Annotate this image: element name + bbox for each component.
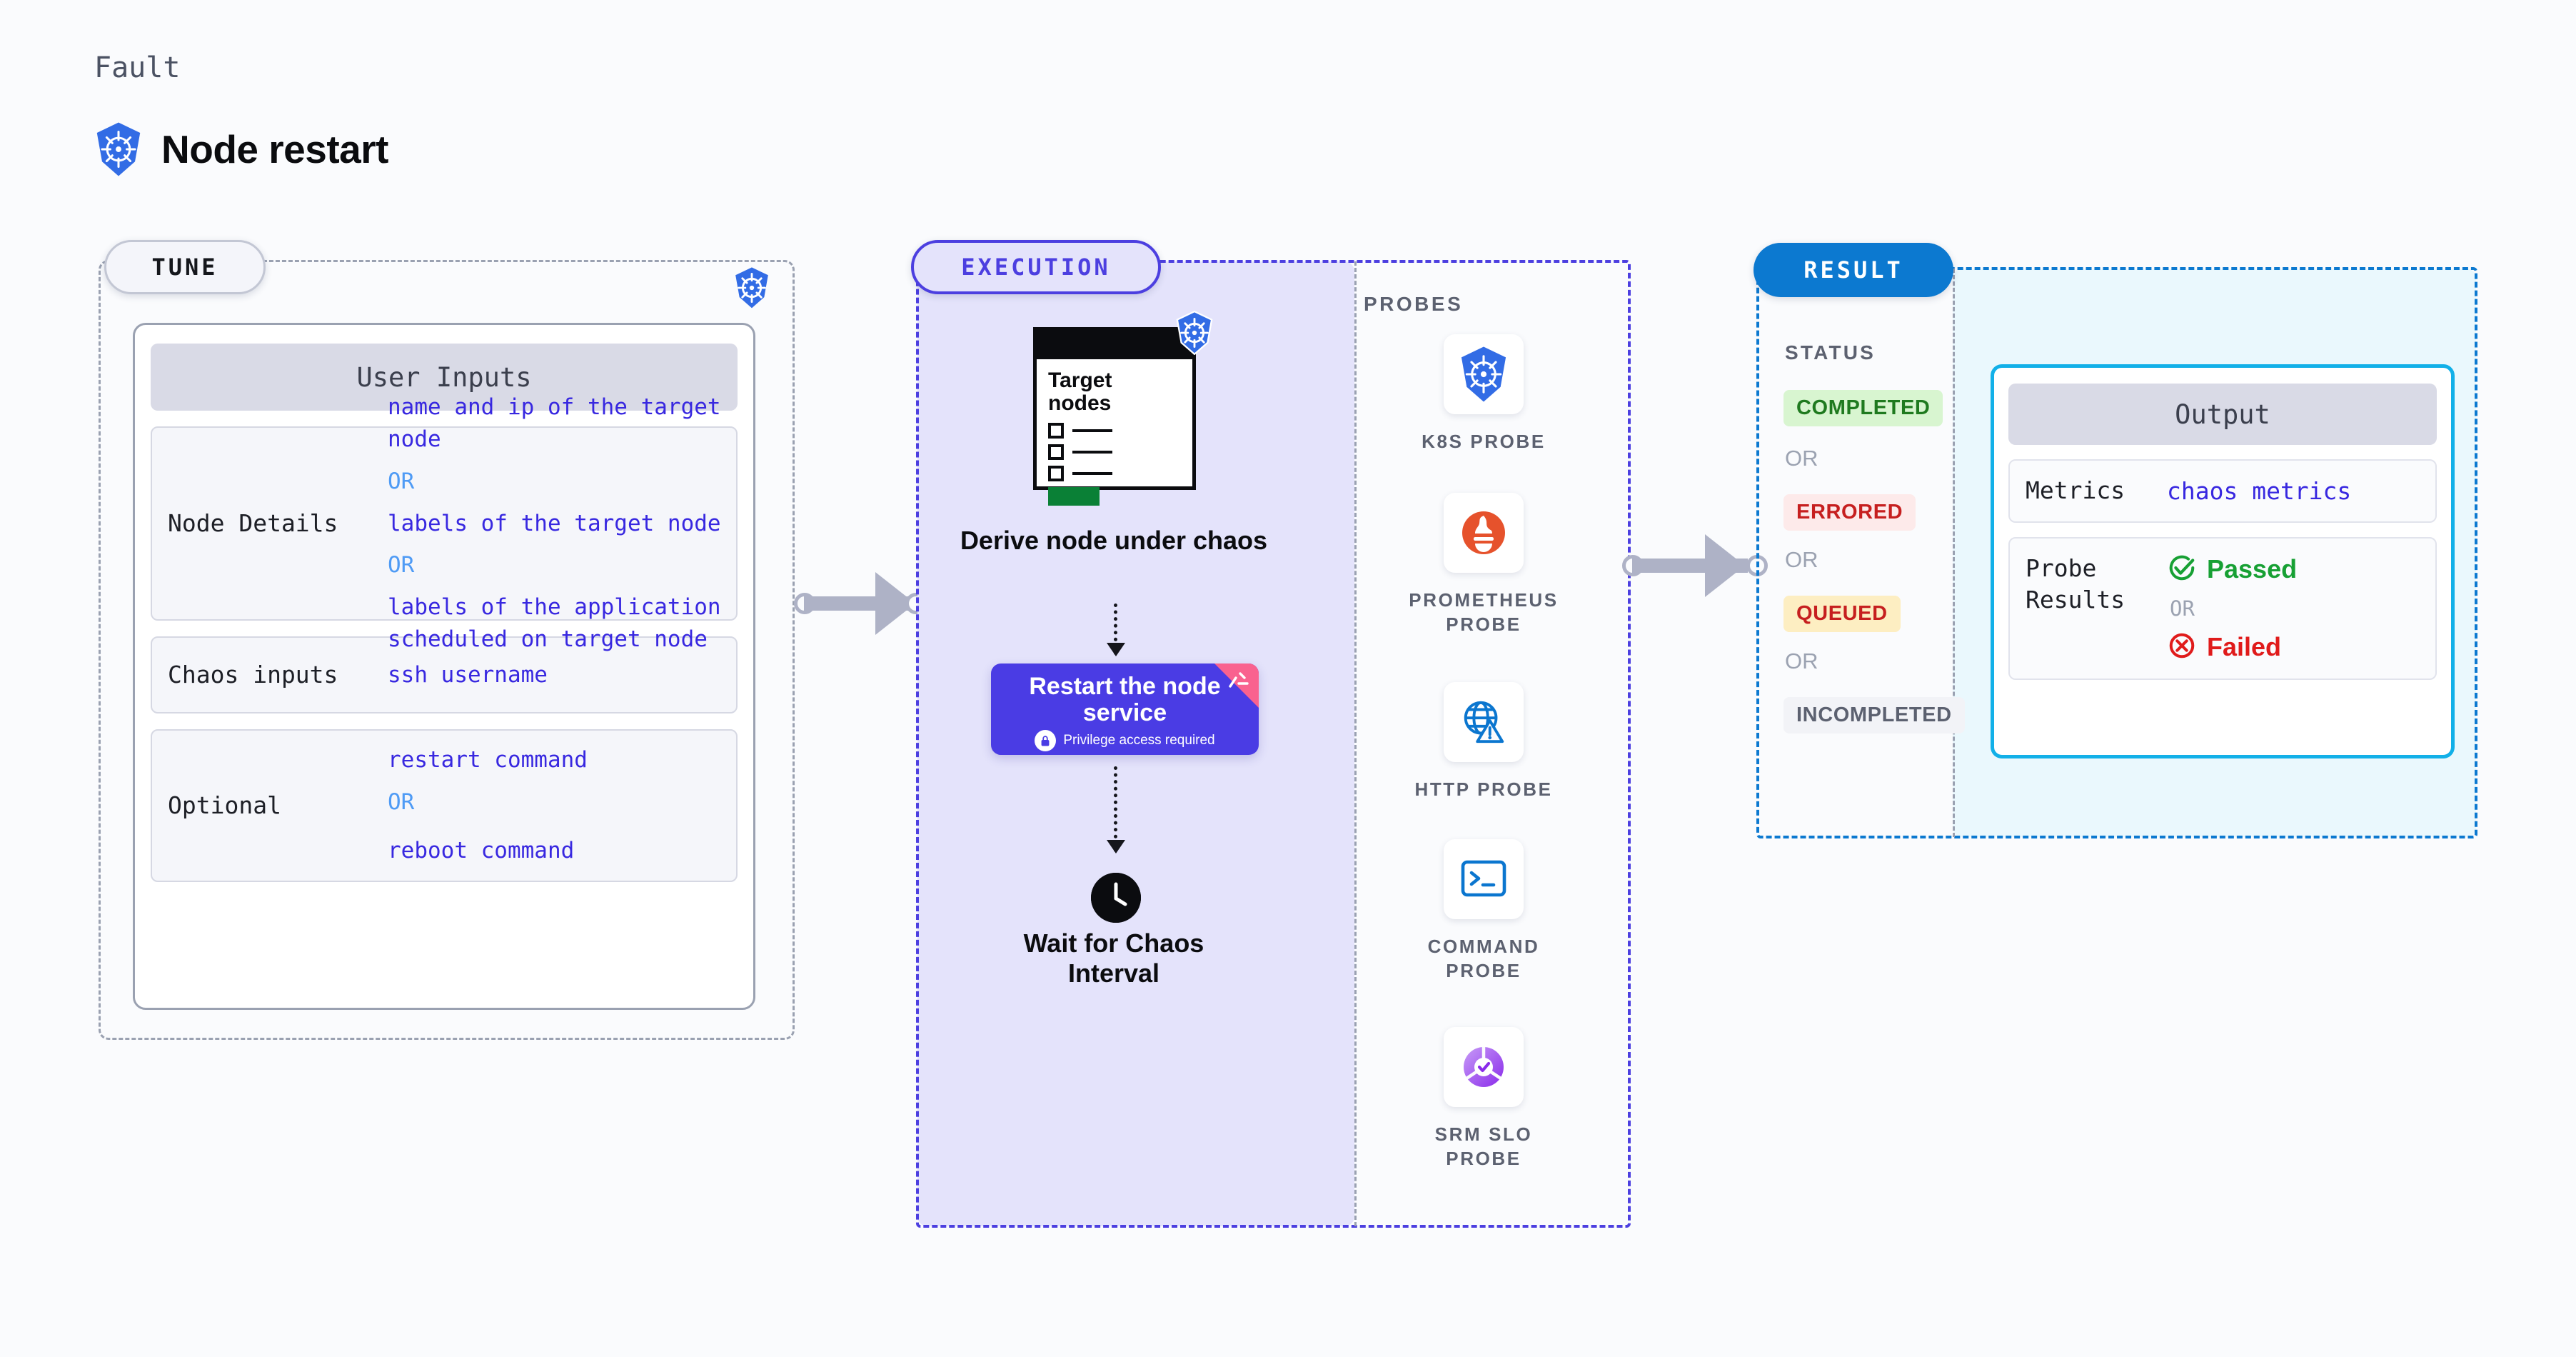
flow-arrow xyxy=(1107,766,1125,853)
probe-label: K8S PROBE xyxy=(1422,431,1546,452)
probe-label: SRM SLO PROBE xyxy=(1434,1123,1533,1169)
fault-eyebrow-label: Fault xyxy=(94,51,181,84)
probe-result-failed: Failed xyxy=(2167,631,2297,664)
failed-label: Failed xyxy=(2207,632,2282,662)
flow-arrow xyxy=(1107,604,1125,656)
field-values: ssh username xyxy=(388,659,736,691)
execution-chip-label: EXECUTION xyxy=(911,240,1161,294)
field-value: labels of the application scheduled on t… xyxy=(388,594,721,653)
privilege-label: Privilege access required xyxy=(1063,733,1215,748)
step-caption-derive-node: Derive node under chaos xyxy=(960,526,1268,555)
field-label: Chaos inputs xyxy=(168,660,338,688)
result-panel xyxy=(1756,267,2477,838)
or-separator: OR xyxy=(388,468,415,494)
probe-label: HTTP PROBE xyxy=(1414,778,1553,800)
or-separator: OR xyxy=(1785,446,1818,471)
probe-command[interactable]: COMMAND PROBE xyxy=(1402,839,1566,983)
step-caption-wait-for-chaos: Wait for Chaos Interval xyxy=(1023,928,1204,988)
tune-panel xyxy=(99,260,795,1040)
output-label: Metrics xyxy=(2026,476,2125,504)
field-value: reboot command xyxy=(388,838,575,864)
page-title: Node restart xyxy=(161,127,388,171)
status-badge-completed: COMPLETED xyxy=(1783,390,1943,426)
user-inputs-card: User Inputs Node Details name and ip of … xyxy=(133,323,755,1010)
probe-result-values: Passed OR Failed xyxy=(2167,553,2297,664)
action-title: Restart the node service xyxy=(1029,673,1221,726)
result-divider xyxy=(1953,269,1955,837)
output-field-metrics: Metrics chaos metrics xyxy=(2008,459,2437,523)
passed-label: Passed xyxy=(2207,554,2298,584)
party-flag-icon xyxy=(1214,664,1259,708)
target-nodes-document-icon: Target nodes xyxy=(1033,310,1213,506)
result-chip-label: RESULT xyxy=(1754,243,1953,297)
field-value: name and ip of the target node xyxy=(388,394,721,452)
probes-heading: PROBES xyxy=(1364,293,1464,315)
status-badge-errored: ERRORED xyxy=(1783,494,1916,531)
or-separator: OR xyxy=(1785,649,1818,674)
slo-check-icon xyxy=(1444,1027,1524,1107)
field-value: restart command xyxy=(388,746,588,773)
execution-panel xyxy=(916,260,1631,1228)
probe-prometheus[interactable]: PROMETHEUS PROBE xyxy=(1402,493,1566,637)
output-card: Output Metrics chaos metrics Probe Resul… xyxy=(1991,364,2455,758)
field-label: Optional xyxy=(168,791,281,819)
check-circle-icon xyxy=(2167,553,2197,586)
terminal-icon xyxy=(1444,839,1524,919)
field-value: ssh username xyxy=(388,661,548,688)
field-chaos-inputs: Chaos inputs ssh username xyxy=(151,636,738,713)
probe-result-passed: Passed xyxy=(2167,553,2297,586)
kubernetes-icon xyxy=(1444,334,1524,414)
field-node-details: Node Details name and ip of the target n… xyxy=(151,394,738,652)
field-label: Node Details xyxy=(168,509,338,537)
x-circle-icon xyxy=(2167,631,2197,664)
fault-title-row: Node restart xyxy=(93,121,388,177)
probe-http[interactable]: HTTP PROBE xyxy=(1402,682,1566,802)
tune-chip-label: TUNE xyxy=(104,240,266,294)
clock-icon xyxy=(1091,873,1141,923)
kubernetes-icon xyxy=(731,265,773,314)
output-field-probe-results: Probe Results Passed OR xyxy=(2008,536,2437,680)
or-separator: OR xyxy=(2170,596,2195,621)
probes-divider xyxy=(1354,261,1357,1226)
user-inputs-title: User Inputs xyxy=(151,344,738,411)
party-flag-marks-icon xyxy=(1229,672,1249,688)
output-label: Probe Results xyxy=(2026,554,2125,614)
field-values: restart command OR reboot command xyxy=(388,744,736,868)
or-separator: OR xyxy=(388,552,415,579)
connector-arrowhead xyxy=(1705,534,1745,597)
prometheus-icon xyxy=(1444,493,1524,573)
or-separator: OR xyxy=(388,788,415,815)
field-value: labels of the target node xyxy=(388,510,721,536)
kubernetes-icon xyxy=(1174,310,1215,359)
globe-warning-icon xyxy=(1444,682,1524,762)
step-restart-node-service: Restart the node service Privilege acces… xyxy=(991,664,1259,755)
status-badge-queued: QUEUED xyxy=(1783,596,1901,632)
probe-label: PROMETHEUS PROBE xyxy=(1409,589,1559,635)
output-title: Output xyxy=(2008,384,2437,445)
doc-card-title: Target nodes xyxy=(1048,369,1112,416)
lock-icon xyxy=(1035,730,1057,752)
kubernetes-icon xyxy=(93,121,144,177)
output-value: chaos metrics xyxy=(2167,476,2352,505)
field-values: name and ip of the target node OR labels… xyxy=(388,391,736,656)
privilege-notice: Privilege access required xyxy=(991,730,1259,752)
or-separator: OR xyxy=(1785,547,1818,572)
probe-label: COMMAND PROBE xyxy=(1427,936,1540,981)
status-badge-incompleted: INCOMPLETED xyxy=(1783,697,1965,733)
probe-srm-slo[interactable]: SRM SLO PROBE xyxy=(1402,1027,1566,1171)
field-optional: Optional restart command OR reboot comma… xyxy=(151,729,738,882)
status-heading: STATUS xyxy=(1785,341,1876,364)
probe-k8s[interactable]: K8S PROBE xyxy=(1402,334,1566,454)
